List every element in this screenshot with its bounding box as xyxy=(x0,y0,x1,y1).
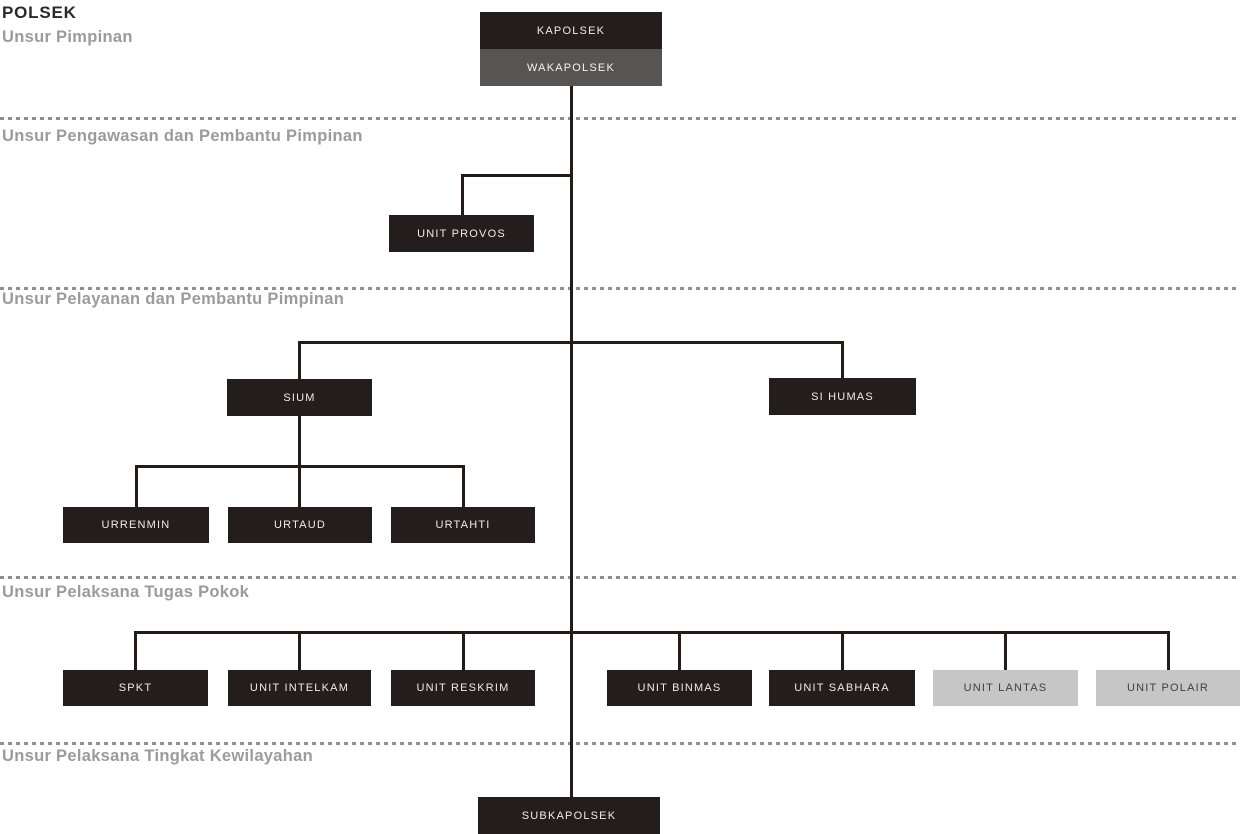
section-divider xyxy=(0,287,1240,290)
connector-urrenmin-drop xyxy=(135,465,138,507)
connector-sabhara-drop xyxy=(841,631,844,670)
node-kapolsek[interactable]: KAPOLSEK xyxy=(480,12,662,49)
connector-intelkam-drop xyxy=(298,631,301,670)
section-label-pelayanan: Unsur Pelayanan dan Pembantu Pimpinan xyxy=(2,290,345,308)
connector-sium-children-stem xyxy=(298,416,301,467)
connector-tugas-pokok-horizontal xyxy=(134,631,1170,634)
connector-polair-drop xyxy=(1167,631,1170,670)
node-wakapolsek[interactable]: WAKAPOLSEK xyxy=(480,49,662,86)
connector-lantas-drop xyxy=(1004,631,1007,670)
connector-provos-drop xyxy=(461,174,464,215)
section-label-pimpinan: Unsur Pimpinan xyxy=(2,28,133,46)
node-urtaud[interactable]: URTAUD xyxy=(228,507,372,543)
node-unit-sabhara[interactable]: UNIT SABHARA xyxy=(769,670,915,706)
node-unit-polair[interactable]: UNIT POLAIR xyxy=(1096,670,1240,706)
connector-sihumas-drop xyxy=(841,341,844,378)
node-urrenmin[interactable]: URRENMIN xyxy=(63,507,209,543)
node-unit-lantas[interactable]: UNIT LANTAS xyxy=(933,670,1078,706)
section-label-kewilayahan: Unsur Pelaksana Tingkat Kewilayahan xyxy=(2,747,313,765)
section-divider xyxy=(0,117,1240,120)
connector-reskrim-drop xyxy=(462,631,465,670)
node-si-humas[interactable]: SI HUMAS xyxy=(769,378,916,415)
section-label-pengawasan: Unsur Pengawasan dan Pembantu Pimpinan xyxy=(2,127,363,145)
connector-pelayanan-horizontal xyxy=(298,341,844,344)
node-unit-binmas[interactable]: UNIT BINMAS xyxy=(607,670,752,706)
connector-sium-drop xyxy=(298,341,301,379)
connector-binmas-drop xyxy=(678,631,681,670)
node-subkapolsek[interactable]: SUBKAPOLSEK xyxy=(478,797,660,834)
section-label-pelaksana-tugas-pokok: Unsur Pelaksana Tugas Pokok xyxy=(2,583,250,601)
connector-urtaud-drop xyxy=(298,465,301,507)
page-title: POLSEK xyxy=(2,3,77,22)
section-divider xyxy=(0,742,1240,745)
node-spkt[interactable]: SPKT xyxy=(63,670,208,706)
node-unit-reskrim[interactable]: UNIT RESKRIM xyxy=(391,670,535,706)
connector-main-vertical xyxy=(570,86,573,797)
node-sium[interactable]: SIUM xyxy=(227,379,372,416)
node-unit-provos[interactable]: UNIT PROVOS xyxy=(389,215,534,252)
connector-provos-horizontal xyxy=(461,174,573,177)
node-urtahti[interactable]: URTAHTI xyxy=(391,507,535,543)
connector-spkt-drop xyxy=(134,631,137,670)
node-unit-intelkam[interactable]: UNIT INTELKAM xyxy=(228,670,371,706)
connector-urtahti-drop xyxy=(462,465,465,507)
section-divider xyxy=(0,576,1240,579)
